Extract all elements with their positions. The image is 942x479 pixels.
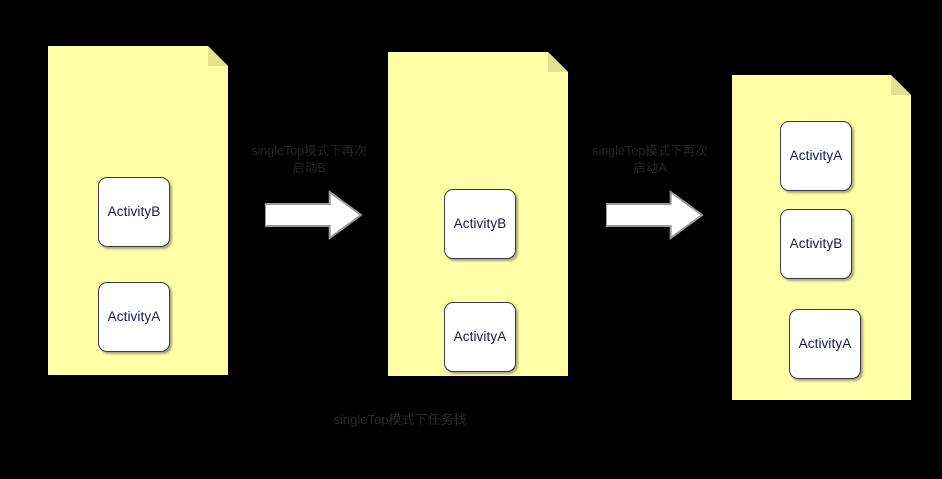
activity-box-activitya[interactable]: ActivityA <box>780 121 852 191</box>
task-stack-2: ActivityB ActivityA <box>388 52 568 376</box>
activity-box-label: ActivityA <box>798 336 852 352</box>
block-arrow-icon-2 <box>606 190 704 240</box>
task-stack-3: ActivityA ActivityB ActivityA <box>732 75 911 400</box>
activity-box-label: ActivityA <box>107 309 161 325</box>
activity-box-label: ActivityA <box>789 148 843 164</box>
task-stack-1: ActivityB ActivityA <box>48 46 228 375</box>
diagram-caption: singleTop模式下任务栈 <box>333 412 467 427</box>
activity-box-label: ActivityB <box>789 236 843 252</box>
activity-box-activityb[interactable]: ActivityB <box>444 189 516 259</box>
block-arrow-icon-1 <box>265 190 363 240</box>
arrow-label-1: singleTop模式下再次启动B <box>251 144 367 175</box>
activity-box-activitya[interactable]: ActivityA <box>444 302 516 372</box>
arrow-label-2: singleTop模式下再次启动A <box>592 144 708 175</box>
activity-box-activitya[interactable]: ActivityA <box>98 282 170 352</box>
activity-box-label: ActivityB <box>107 204 161 220</box>
activity-box-label: ActivityA <box>453 329 507 345</box>
activity-box-label: ActivityB <box>453 216 507 232</box>
activity-box-activityb[interactable]: ActivityB <box>780 209 852 279</box>
activity-box-activitya[interactable]: ActivityA <box>789 309 861 379</box>
activity-box-activityb[interactable]: ActivityB <box>98 177 170 247</box>
